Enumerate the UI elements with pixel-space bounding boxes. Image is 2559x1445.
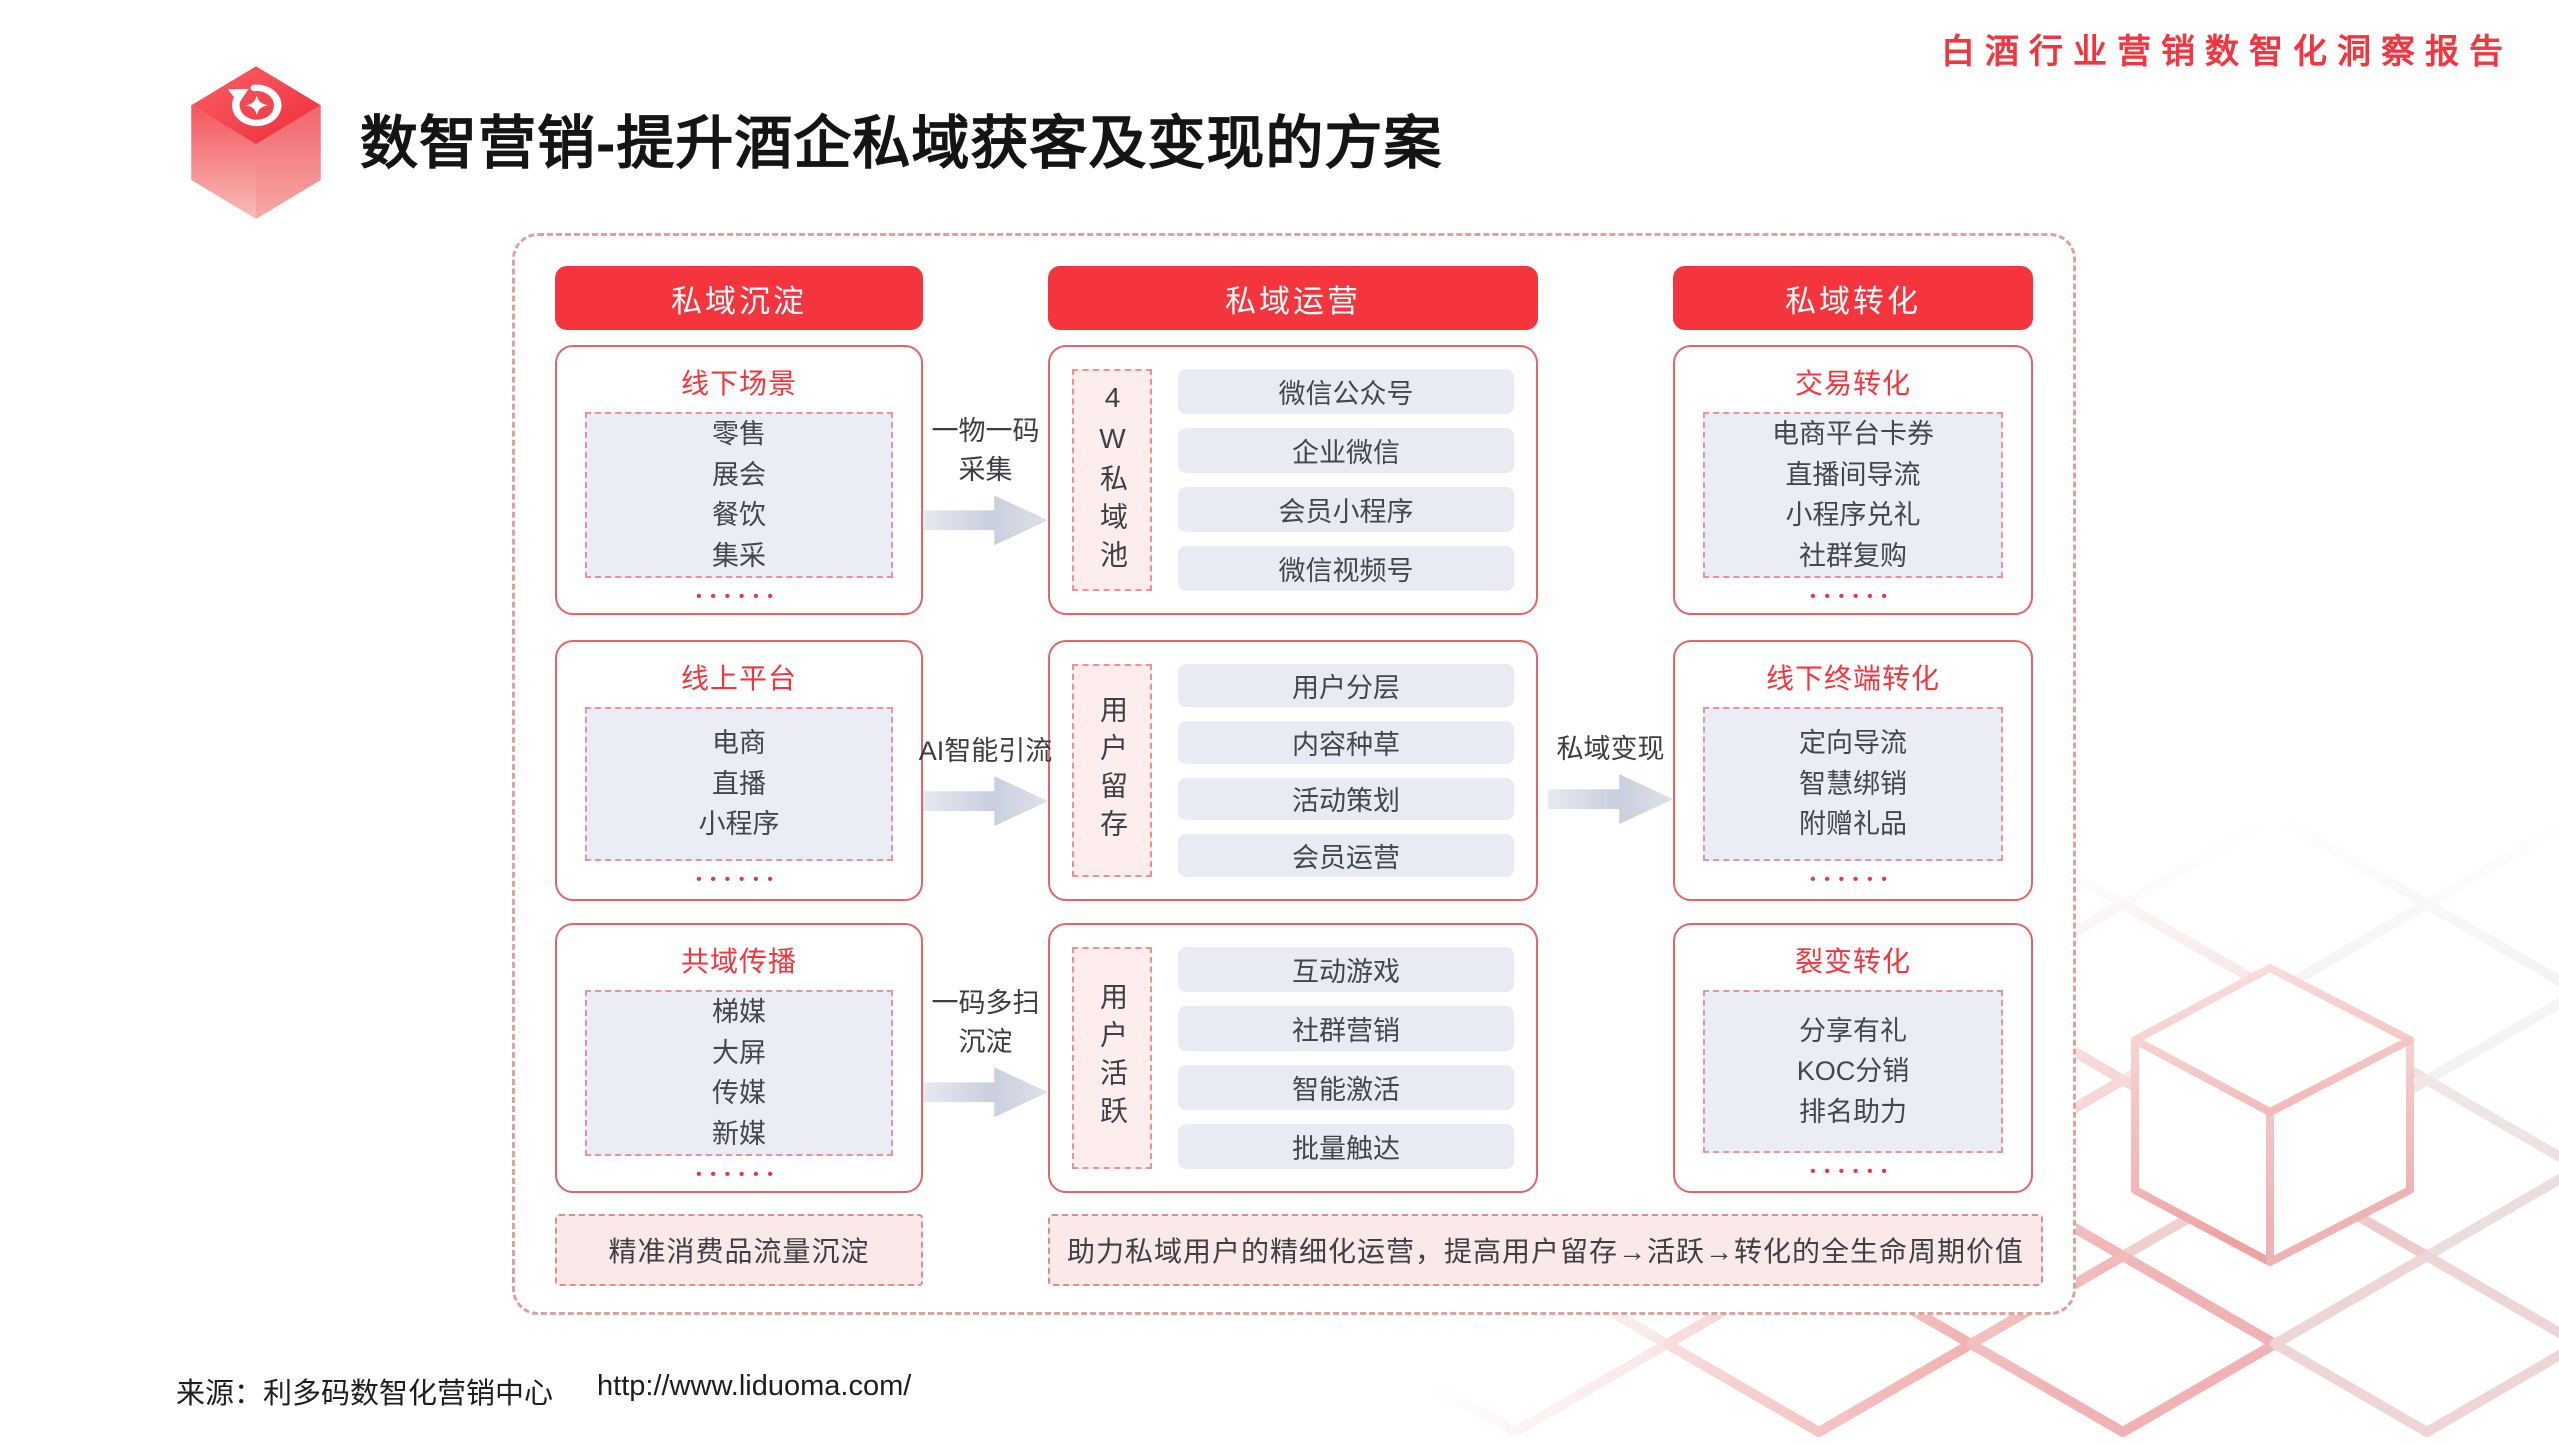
pill-batch-reach: 批量触达 [1178,1124,1514,1169]
box-transaction-conversion: 交易转化 电商平台卡券 直播间导流 小程序兑礼 社群复购 •••••• [1673,345,2033,615]
diagram-container: 私域沉淀 私域运营 私域转化 线下场景 零售 展会 餐饮 集采 •••••• 线… [512,233,2076,1315]
source-text: 来源：利多码数智化营销中心 [176,1378,554,1410]
scene-item: 餐饮 [712,500,766,530]
right-arrow-icon [923,1067,1048,1118]
public-domain-panel: 梯媒 大屏 传媒 新媒 [585,990,893,1156]
scene-item: 新媒 [712,1118,766,1149]
fission-conversion-panel: 分享有礼 KOC分销 排名助力 [1703,990,2003,1153]
right-arrow-icon [923,495,1048,546]
pill-member-miniprogram: 会员小程序 [1178,487,1514,532]
box-4w-private-pool: 4W私域池 微信公众号 企业微信 会员小程序 微信视频号 [1048,345,1538,615]
logo-cube-refresh-icon [170,58,342,224]
scene-item: 电商平台卡券 [1772,419,1934,449]
wireframe-cube [2131,964,2414,1266]
more-dots: •••••• [696,588,782,605]
pill-member-operation: 会员运营 [1178,834,1514,877]
transaction-conversion-panel: 电商平台卡券 直播间导流 小程序兑礼 社群复购 [1703,412,2003,578]
more-dots: •••••• [696,1166,782,1183]
scene-item: 分享有礼 [1799,1015,1907,1046]
source-url: http://www.liduoma.com/ [597,1370,912,1402]
pill-smart-activation: 智能激活 [1178,1065,1514,1110]
scene-item: 直播 [712,768,766,799]
scene-item: 附赠礼品 [1799,809,1907,840]
scene-item: 零售 [712,419,766,449]
box-title: 交易转化 [1794,368,1911,399]
more-dots: •••••• [1810,871,1896,888]
online-platform-panel: 电商 直播 小程序 [585,707,893,861]
more-dots: •••••• [1810,1163,1896,1180]
scene-item: 集采 [712,540,766,571]
box-offline-scene: 线下场景 零售 展会 餐饮 集采 •••••• [555,345,923,615]
scene-item: 定向导流 [1799,728,1907,759]
arrow-one-code-multi-scan: 一码多扫 沉淀 [913,984,1058,1118]
side-label-user-retention: 用户留存 [1072,664,1152,877]
scene-item: 传媒 [712,1078,766,1108]
pill-community-marketing: 社群营销 [1178,1006,1514,1051]
scene-item: 排名助力 [1799,1096,1907,1127]
pill-user-segmentation: 用户分层 [1178,664,1514,707]
pill-list: 互动游戏 社群营销 智能激活 批量触达 [1178,947,1514,1169]
scene-item: 智慧绑销 [1799,768,1907,799]
scene-item: 梯媒 [712,997,766,1027]
arrow-label: 一物一码 采集 [931,416,1040,486]
arrow-label: AI智能引流 [918,736,1053,766]
scene-item: 社群复购 [1799,540,1907,571]
box-user-retention: 用户留存 用户分层 内容种草 活动策划 会员运营 [1048,640,1538,901]
scene-item: 小程序兑礼 [1785,500,1921,530]
column-header-private-conversion: 私域转化 [1673,266,2033,330]
arrow-ai-smart-traffic: AI智能引流 [913,732,1058,827]
pill-wecom: 企业微信 [1178,428,1514,473]
scene-item: 电商 [712,728,766,759]
arrow-private-monetization: 私域变现 [1543,730,1678,825]
box-title: 线上平台 [680,663,797,694]
side-label-4w-private-pool: 4W私域池 [1072,369,1152,591]
scene-item: 小程序 [698,809,780,840]
pill-list: 用户分层 内容种草 活动策划 会员运营 [1178,664,1514,877]
box-title: 共域传播 [680,946,797,977]
note-precise-consumer-traffic: 精准消费品流量沉淀 [555,1214,923,1286]
column-header-private-deposit: 私域沉淀 [555,266,923,330]
box-user-activity: 用户活跃 互动游戏 社群营销 智能激活 批量触达 [1048,923,1538,1193]
box-offline-terminal-conversion: 线下终端转化 定向导流 智慧绑销 附赠礼品 •••••• [1673,640,2033,901]
more-dots: •••••• [1810,588,1896,605]
pill-campaign-planning: 活动策划 [1178,777,1514,821]
pill-wechat-channels: 微信视频号 [1178,546,1514,591]
pill-content-seeding: 内容种草 [1178,720,1514,764]
right-arrow-icon [923,776,1048,827]
pill-list: 微信公众号 企业微信 会员小程序 微信视频号 [1178,369,1514,591]
box-title: 线下终端转化 [1765,663,1940,694]
box-title: 裂变转化 [1794,946,1911,977]
pill-interactive-games: 互动游戏 [1178,947,1514,992]
background-cube-pattern [809,800,2559,1440]
scene-item: KOC分销 [1796,1056,1910,1087]
scene-item: 直播间导流 [1785,459,1921,490]
footer: 来源：利多码数智化营销中心 http://www.liduoma.com/ [176,1370,911,1412]
scene-item: 大屏 [712,1037,766,1068]
arrow-label: 一码多扫 沉淀 [931,988,1040,1058]
report-title: 白酒行业营销数智化洞察报告 [1941,33,2513,71]
offline-terminal-panel: 定向导流 智慧绑销 附赠礼品 [1703,707,2003,861]
arrow-one-object-one-code-collect: 一物一码 采集 [913,412,1058,546]
box-online-platform: 线上平台 电商 直播 小程序 •••••• [555,640,923,901]
box-fission-conversion: 裂变转化 分享有礼 KOC分销 排名助力 •••••• [1673,923,2033,1193]
box-public-domain-spread: 共域传播 梯媒 大屏 传媒 新媒 •••••• [555,923,923,1193]
page-title: 数智营销-提升酒企私域获客及变现的方案 [360,111,1443,176]
side-label-text: 用户留存 [1097,694,1128,847]
more-dots: •••••• [696,871,782,888]
column-header-private-operation: 私域运营 [1048,266,1538,330]
arrow-label: 私域变现 [1556,734,1665,764]
box-title: 线下场景 [680,368,797,399]
side-label-text: 4W私域池 [1097,382,1128,578]
scene-item: 展会 [712,459,766,490]
side-label-text: 用户活跃 [1097,982,1128,1134]
offline-scene-panel: 零售 展会 餐饮 集采 [585,412,893,578]
pill-wechat-official: 微信公众号 [1178,369,1514,414]
side-label-user-activity: 用户活跃 [1072,947,1152,1169]
note-full-lifecycle-value: 助力私域用户的精细化运营，提高用户留存→活跃→转化的全生命周期价值 [1048,1214,2043,1286]
right-arrow-icon [1548,774,1673,825]
